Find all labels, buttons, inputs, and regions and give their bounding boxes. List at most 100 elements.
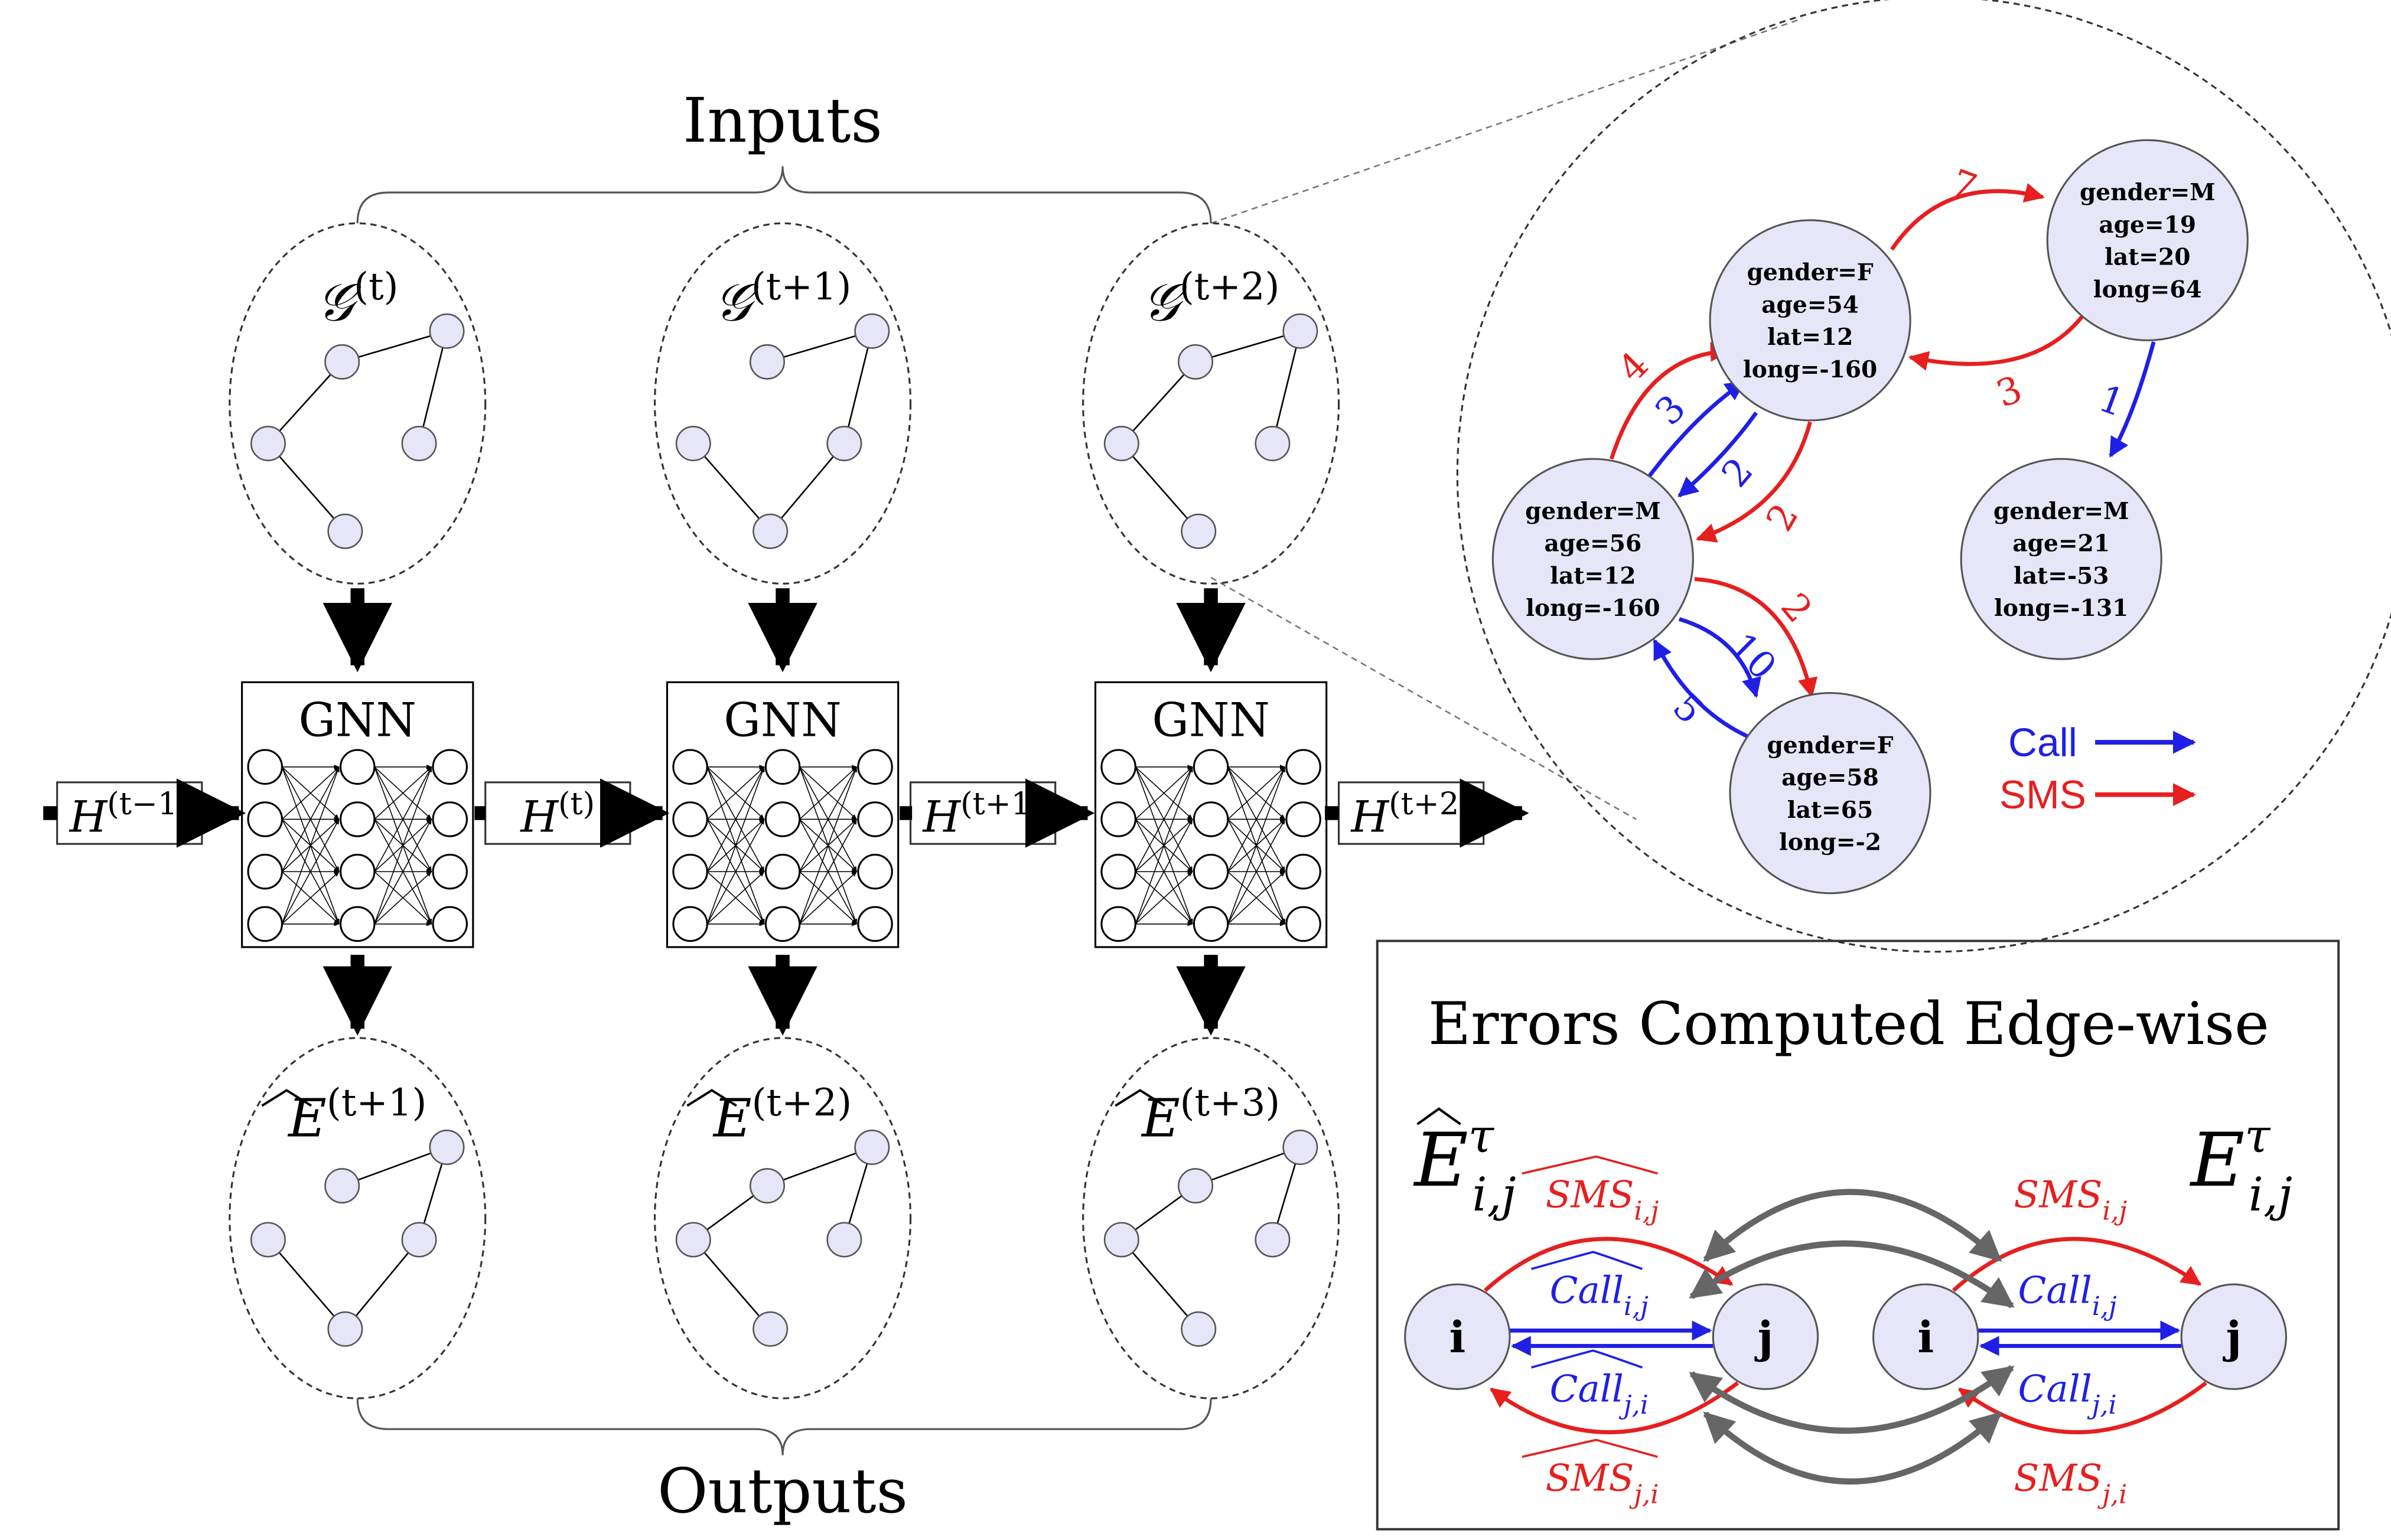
- pred-call-ji-label: Callj,i: [1550, 1367, 1649, 1420]
- true-call-ji-label-sub: j,i: [2087, 1390, 2117, 1420]
- gnn-connection: [281, 766, 340, 925]
- gnn-connection: [1135, 818, 1193, 925]
- zoom-node-left: [1491, 458, 1694, 660]
- input-graph-edge: [770, 443, 845, 532]
- gnn-neuron: [1285, 853, 1321, 890]
- output-graph-node: [749, 1168, 785, 1204]
- output-graph-label-1-base: E: [712, 1088, 752, 1149]
- pred-call-ij-label-sub: i,j: [1624, 1291, 1649, 1322]
- pred-sms-ij-label: SMSi,j: [1546, 1173, 1659, 1226]
- zoom-node-attr: long=-160: [1526, 595, 1660, 622]
- call-edge-left-bottom: [1678, 617, 1761, 699]
- true-call-ij-label: Calli,j: [2018, 1268, 2117, 1322]
- hat-accent: [1416, 1107, 1461, 1125]
- hidden-state-label-3-base: H: [1350, 792, 1389, 842]
- output-graph-edge: [692, 1239, 771, 1330]
- zoom-line-top: [1210, 18, 1803, 224]
- gnn-neuron: [247, 749, 284, 785]
- gnn-connection: [1135, 766, 1193, 820]
- outputs-label: Outputs: [657, 1455, 908, 1527]
- input-graph-label-0-sup: (t): [354, 265, 398, 309]
- input-graph-node: [327, 513, 363, 549]
- gnn-connection: [374, 871, 432, 925]
- zoom-node-attr: gender=M: [1993, 498, 2129, 525]
- output-graph-node: [1178, 1168, 1213, 1204]
- gnn-connection: [799, 818, 857, 925]
- output-graph-node: [401, 1222, 437, 1258]
- pred-node-i: [1404, 1283, 1511, 1390]
- gnn-neuron: [1285, 749, 1321, 785]
- gnn-neuron: [432, 853, 468, 890]
- true-call-ij-label-base: Call: [2018, 1268, 2092, 1311]
- output-graph-ellipse: [654, 1037, 912, 1399]
- true-error-symbol-sup: τ: [2245, 1110, 2271, 1163]
- gnn-neuron: [764, 906, 801, 942]
- input-graph-node: [1282, 313, 1318, 349]
- gnn-connection: [1135, 766, 1193, 925]
- gnn-connection: [374, 766, 432, 925]
- true-sms-ji-label-sub: j,i: [2097, 1479, 2127, 1509]
- call-edge-center-left: [1677, 411, 1758, 498]
- zoom-line-bottom: [1210, 576, 1637, 820]
- gnn-neuron: [1100, 853, 1136, 890]
- input-graph-edge: [1195, 330, 1301, 363]
- zoom-node-bottom_right: [1960, 458, 2162, 660]
- output-graph-label-0-base: E: [287, 1088, 327, 1149]
- outputs-brace: [356, 1398, 1212, 1456]
- hidden-state-label-1-sup: (t): [558, 786, 595, 822]
- input-graph-ellipse: [654, 222, 912, 585]
- gnn-connection: [799, 766, 857, 872]
- input-graph-label-1-sup: (t+1): [751, 265, 852, 309]
- gnn-connection: [1135, 766, 1193, 872]
- sms-edge-center-left: [1696, 421, 1812, 543]
- gnn-neuron: [857, 801, 893, 837]
- true-sms-ij-edge: [1952, 1236, 2202, 1293]
- input-graph-label-2-sup: (t+2): [1180, 265, 1280, 309]
- input-graph-edge: [268, 361, 343, 444]
- input-graph-node: [826, 426, 862, 462]
- pred-sms-ji-label: SMSj,i: [1546, 1457, 1659, 1510]
- gnn-connection: [374, 766, 432, 872]
- output-graph-edge: [767, 1146, 872, 1187]
- output-graph-ellipse: [229, 1037, 487, 1399]
- output-graph-label-1: E(t+2): [712, 1081, 852, 1149]
- gnn-connection: [1227, 871, 1285, 925]
- true-call-ji-label-base: Call: [2018, 1367, 2092, 1410]
- edge-label-4: 4: [1610, 343, 1657, 390]
- output-graph-label-2-base: E: [1141, 1088, 1180, 1149]
- zoom-node-attr: long=-160: [1743, 356, 1877, 383]
- comparison-arrow-0: [1703, 1189, 2002, 1262]
- pred-sms-ij-edge: [1484, 1236, 1734, 1293]
- pred-node-i-label: i: [1449, 1312, 1465, 1363]
- hat-accent: [1115, 1089, 1165, 1107]
- output-graph-node: [826, 1222, 862, 1258]
- pred-error-symbol-sub: i,j: [1472, 1168, 1516, 1222]
- gnn-connection: [281, 871, 340, 925]
- gnn-connection: [706, 766, 765, 820]
- input-graph-node: [324, 344, 360, 380]
- output-graph-node: [854, 1129, 890, 1165]
- input-graph-label-2: 𝒢(t+2): [1142, 265, 1280, 332]
- zoom-circle: [1457, 0, 2391, 953]
- true-node-j: [2180, 1283, 2288, 1390]
- inputs-brace: [356, 166, 1212, 224]
- gnn-connection: [281, 818, 340, 925]
- true-call-ji-label: Callj,i: [2018, 1367, 2117, 1420]
- input-graph-node: [401, 426, 437, 462]
- zoom-node-attr: lat=12: [1550, 562, 1636, 589]
- gnn-connection: [281, 766, 340, 820]
- hidden-state-label-2-sup: (t+1): [960, 786, 1043, 822]
- gnn-connection: [706, 766, 765, 872]
- gnn-neuron: [672, 853, 708, 890]
- input-graph-node: [250, 426, 286, 462]
- input-graph-edge: [341, 330, 447, 363]
- zoom-node-attr: lat=-53: [2014, 562, 2109, 589]
- zoom-node-attr: lat=65: [1787, 797, 1873, 824]
- legend-call-label: Call: [2008, 721, 2077, 765]
- gnn-connection: [706, 766, 765, 925]
- hat-accent: [261, 1089, 312, 1107]
- pred-call-ij-label-base: Call: [1550, 1268, 1624, 1311]
- gnn-neuron: [339, 853, 376, 890]
- edge-label-3-red: 3: [1991, 367, 2027, 416]
